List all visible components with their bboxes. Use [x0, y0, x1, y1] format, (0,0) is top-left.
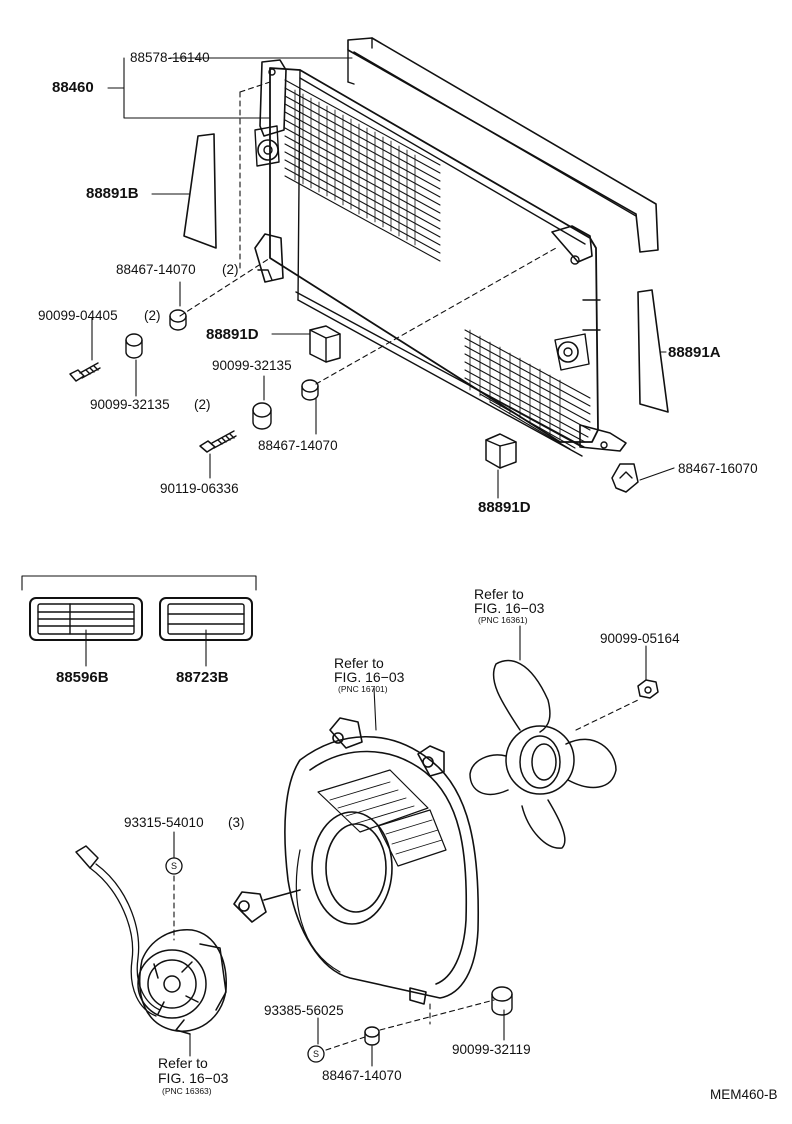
bolt-icon	[69, 362, 101, 382]
label-88891D-bottom: 88891D	[478, 499, 531, 516]
label-93315-54010: 93315-54010	[124, 815, 204, 830]
bushing-icon	[125, 333, 143, 359]
refer-to-fan-blade-line2: FIG. 16−03	[474, 600, 545, 616]
bolt-icon	[199, 430, 237, 453]
refer-to-shroud-pnc: (PNC 16701)	[338, 684, 388, 694]
label-plate-icon	[29, 597, 143, 641]
fan-motor-icon	[75, 845, 227, 1035]
label-qty-90099-32135: (2)	[194, 397, 211, 412]
label-88460: 88460	[52, 79, 94, 96]
refer-to-motor-pnc: (PNC 16363)	[162, 1086, 212, 1096]
label-88467-14070-top: 88467-14070	[116, 262, 196, 277]
refer-to-fan-blade-pnc: (PNC 16361)	[478, 615, 528, 625]
figure-code: MEM460-B	[710, 1087, 778, 1102]
label-90099-05164: 90099-05164	[600, 631, 680, 646]
bracket-wedge-icon	[637, 289, 669, 413]
refer-to-motor-line1: Refer to	[158, 1055, 208, 1071]
label-88467-14070-bottom: 88467-14070	[322, 1068, 402, 1083]
label-88578-16140: 88578-16140	[130, 50, 210, 65]
bracket-wedge-icon	[183, 133, 217, 249]
label-plate-icon	[159, 597, 253, 641]
label-90099-32119: 90099-32119	[452, 1042, 531, 1057]
label-88596B: 88596B	[56, 669, 109, 686]
label-88891D-top: 88891D	[206, 326, 259, 343]
condenser-icon	[254, 59, 627, 457]
label-88723B: 88723B	[176, 669, 229, 686]
cushion-block-icon	[485, 433, 517, 469]
label-qty-93315: (3)	[228, 815, 245, 830]
label-88467-16070: 88467-16070	[678, 461, 758, 476]
label-88467-14070-mid: 88467-14070	[258, 438, 338, 453]
bushing-icon	[364, 1026, 380, 1046]
label-88891B: 88891B	[86, 185, 139, 202]
fan-blade-icon	[469, 659, 617, 849]
refer-to-fan-blade-line1: Refer to	[474, 586, 524, 602]
clip-icon	[611, 463, 639, 493]
label-90099-32135-2: 90099-32135	[90, 397, 170, 412]
seal-strip-icon	[347, 37, 659, 253]
label-qty-90099-04405: (2)	[144, 308, 161, 323]
label-93385-56025: 93385-56025	[264, 1003, 344, 1018]
label-90119-06336: 90119-06336	[160, 481, 239, 496]
screw-s-mark: S	[171, 861, 178, 871]
refer-to-shroud-line1: Refer to	[334, 655, 384, 671]
screw-s-mark-2: S	[313, 1049, 320, 1059]
label-90099-32135: 90099-32135	[212, 358, 292, 373]
bushing-icon	[169, 309, 187, 331]
bushing-icon	[491, 986, 513, 1016]
label-88891A: 88891A	[668, 344, 721, 361]
refer-to-shroud-line2: FIG. 16−03	[334, 669, 405, 685]
label-qty-88467: (2)	[222, 262, 239, 277]
bushing-icon	[252, 402, 272, 430]
cushion-block-icon	[309, 325, 341, 363]
bushing-icon	[301, 379, 319, 401]
label-90099-04405: 90099-04405	[38, 308, 118, 323]
refer-to-motor-line2: FIG. 16−03	[158, 1070, 229, 1086]
fan-shroud-icon	[233, 717, 480, 1005]
screw-icon	[307, 1045, 325, 1063]
